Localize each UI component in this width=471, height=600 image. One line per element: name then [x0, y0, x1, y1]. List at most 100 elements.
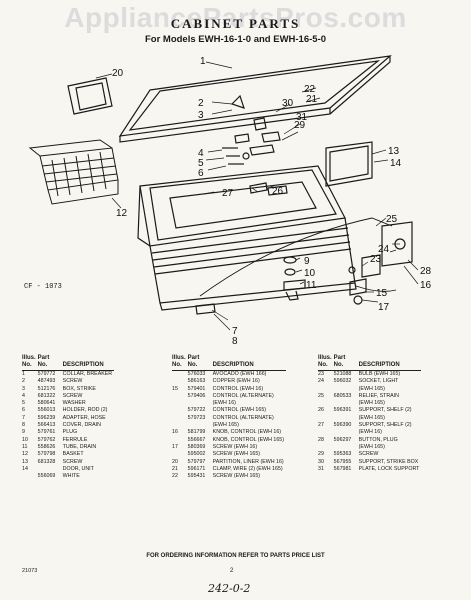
site-watermark: AppliancePartsPros.com — [64, 2, 407, 33]
part-no-cell: 595002 — [187, 451, 206, 458]
description-cell: Support, Shelf (2) — [358, 422, 412, 429]
callout-13: 13 — [388, 146, 400, 157]
part-no-cell: 556069 — [37, 473, 56, 480]
callout-16: 16 — [420, 280, 432, 291]
table-row: 26596391Support, Shelf (2) — [318, 407, 421, 414]
illus-no-cell: 31 — [318, 465, 324, 472]
table-row: 576033Avocado (EWH 166) — [172, 371, 286, 379]
illus-no-cell: 3 — [22, 385, 25, 392]
callout-28: 28 — [420, 266, 432, 277]
table-row: 10579762Ferrule — [22, 437, 114, 444]
table-row: 17580369Screw (EWH 16) — [172, 444, 286, 451]
table-row: 27596390Support, Shelf (2) — [318, 422, 421, 429]
part-no-cell: 596391 — [333, 407, 352, 414]
part-no-cell: 681328 — [37, 458, 56, 465]
part-no-cell: 579722 — [187, 407, 206, 414]
header-illus-no: Illus.No. — [172, 355, 188, 371]
table-row: 3 512176 Box, Strike — [22, 386, 114, 393]
table-row: 29595363Screw — [318, 451, 421, 458]
callout-25: 25 — [386, 214, 398, 225]
unit-door — [325, 141, 373, 187]
description-cell: Washer — [62, 400, 86, 407]
illus-no-cell — [172, 371, 188, 379]
callout-12: 12 — [116, 208, 128, 219]
description-cell: Plate, Lock Support — [358, 465, 420, 472]
part-no-cell: 596239 — [37, 414, 56, 421]
callout-27: 27 — [222, 188, 234, 199]
description-cell: Holder, Rod (2) — [62, 407, 108, 414]
page-title: CABINET PARTS — [170, 16, 301, 31]
callout-24: 24 — [378, 244, 390, 255]
description-cell: Screw — [62, 392, 83, 399]
table-row: 25680533Relief, Strain — [318, 393, 421, 400]
description-cell: Box, Strike — [62, 385, 96, 392]
basket — [28, 139, 119, 205]
part-no-cell: 681322 — [37, 392, 56, 399]
part-no-cell: 579761 — [37, 429, 56, 436]
description-cell: (EWH 16) — [358, 429, 382, 436]
description-cell: Collar, Breaker — [62, 371, 113, 377]
document-code: 21073 — [22, 568, 38, 574]
model-subtitle: For Models EWH-16-1-0 and EWH-16-5-0 — [144, 34, 327, 45]
illus-no-cell: 17 — [172, 443, 178, 450]
part-no-cell: 579762 — [37, 436, 56, 443]
illus-no-cell: 29 — [318, 451, 324, 458]
callout-23: 23 — [370, 254, 382, 265]
part-no-cell: 596297 — [333, 436, 352, 443]
table-row: 586163Copper (EWH 16) — [172, 378, 286, 385]
illus-no-cell: 16 — [172, 429, 178, 436]
cabinet-body — [137, 185, 357, 311]
illus-no-cell — [22, 473, 38, 480]
illus-no-cell: 24 — [318, 378, 324, 385]
part-no-cell: 580369 — [187, 443, 206, 450]
description-cell: (EWH 165) — [358, 443, 385, 450]
part-no-cell: 581799 — [187, 429, 206, 436]
header-illus-no: Illus.No. — [22, 355, 38, 371]
table-row: 20579797Partition, Liner (EWH 16) — [172, 459, 286, 466]
figure-code: CF - 1073 — [24, 283, 62, 291]
callout-17: 17 — [378, 302, 390, 313]
table-row: (EWH 16) — [172, 400, 286, 407]
description-cell: Adapter, Hose — [62, 414, 106, 421]
part-no-cell: 512176 — [37, 385, 56, 392]
header-illus-no: Illus.No. — [318, 355, 334, 371]
description-cell: (EWH 165) — [358, 414, 385, 421]
table-row: (EWH 165) — [318, 415, 421, 422]
table-row: 595002 Screw (EWH 165) — [172, 451, 286, 458]
description-cell: Support, Shelf (2) — [358, 407, 412, 414]
header-description: DESCRIPTION — [62, 355, 115, 371]
description-cell: Clamp, Wire (2) (EWH 165) — [212, 465, 283, 472]
illus-no-cell — [172, 437, 188, 444]
illus-no-cell: 14 — [22, 465, 28, 472]
callout-15: 15 — [376, 288, 388, 299]
description-cell: Door, Unit — [62, 465, 94, 472]
partition-liner — [67, 77, 113, 115]
description-cell: Screw (EWH 165) — [212, 451, 261, 458]
screws — [222, 147, 250, 165]
header-description: DESCRIPTION — [358, 355, 422, 371]
part-no-cell: 595363 — [333, 451, 352, 458]
callout-30: 30 — [282, 98, 294, 109]
description-cell: Screw (EWH 165) — [212, 473, 261, 480]
callout-22: 22 — [304, 84, 316, 95]
table-row: 556667Knob, Control (EWH 165) — [172, 437, 286, 444]
page-number: 2 — [230, 568, 234, 574]
part-no-cell: 586163 — [187, 378, 206, 385]
table-row: 30567955Support, Strike Box — [318, 459, 421, 466]
part-no-cell: 556013 — [37, 407, 56, 414]
callout-20: 20 — [112, 68, 124, 79]
part-no-cell: 595431 — [187, 473, 206, 480]
description-cell: Plug — [62, 429, 78, 436]
part-no-cell: 596390 — [333, 422, 352, 429]
illus-no-cell — [172, 400, 188, 407]
illus-no-cell: 5 — [22, 400, 25, 407]
part-no-cell: 596032 — [333, 378, 352, 385]
part-no-cell — [334, 444, 359, 451]
part-no-cell: 579797 — [187, 458, 206, 465]
callout-6: 6 — [198, 168, 204, 179]
part-no-cell: 680533 — [333, 392, 352, 399]
table-row: 6556013Holder, Rod (2) — [22, 407, 114, 414]
part-no-cell — [334, 429, 359, 436]
